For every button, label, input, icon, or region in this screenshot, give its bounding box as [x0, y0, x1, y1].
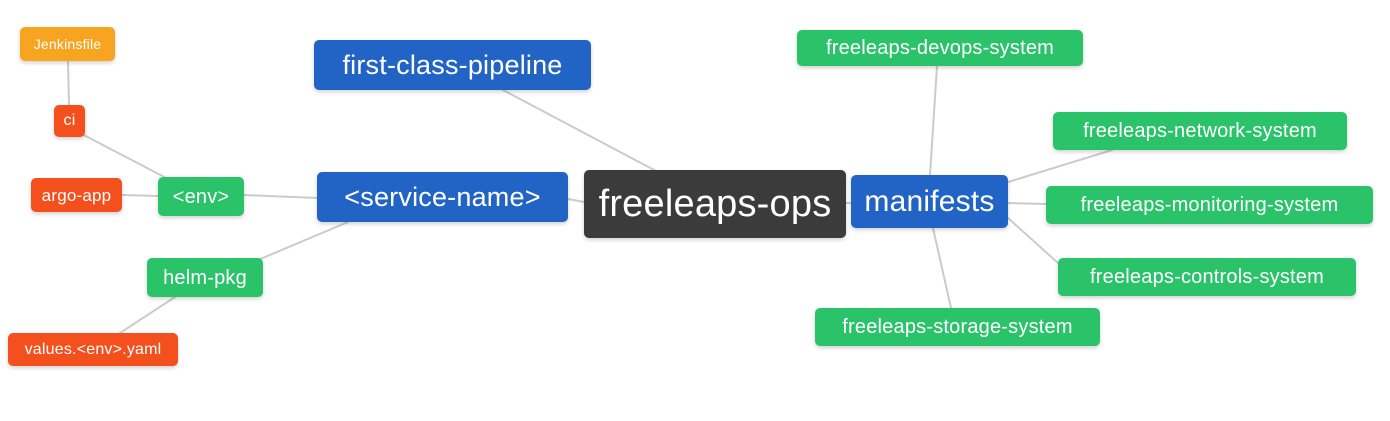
node-freeleaps-storage-system[interactable]: freeleaps-storage-system	[815, 308, 1100, 346]
edge-helm-pkg-to-values-env-yaml	[119, 296, 176, 334]
edge-manifests-to-freeleaps-devops-system	[929, 65, 938, 176]
node-helm-pkg[interactable]: helm-pkg	[147, 258, 263, 297]
node-service-name[interactable]: <service-name>	[317, 172, 568, 222]
edge-service-name-to-freeleaps-ops	[567, 198, 585, 203]
node-jenkinsfile[interactable]: Jenkinsfile	[20, 27, 115, 61]
edge-first-class-pipeline-to-freeleaps-ops	[502, 89, 659, 173]
node-argo-app[interactable]: argo-app	[31, 178, 122, 212]
node-freeleaps-ops[interactable]: freeleaps-ops	[584, 170, 846, 238]
node-freeleaps-monitoring-system[interactable]: freeleaps-monitoring-system	[1046, 186, 1373, 224]
node-first-class-pipeline[interactable]: first-class-pipeline	[314, 40, 591, 90]
edge-env-to-service-name	[243, 194, 318, 199]
node-env[interactable]: <env>	[158, 177, 244, 216]
edge-argo-app-to-env	[121, 194, 159, 197]
node-freeleaps-network-system[interactable]: freeleaps-network-system	[1053, 112, 1347, 150]
edge-service-name-to-helm-pkg	[257, 221, 349, 261]
node-freeleaps-devops-system[interactable]: freeleaps-devops-system	[797, 30, 1083, 66]
node-manifests[interactable]: manifests	[851, 175, 1008, 228]
node-ci[interactable]: ci	[54, 105, 85, 137]
edge-manifests-to-freeleaps-storage-system	[932, 227, 952, 309]
edge-jenkinsfile-to-ci	[67, 60, 70, 106]
edge-ci-to-env	[79, 132, 171, 181]
edge-manifests-to-freeleaps-controls-system	[1007, 217, 1059, 264]
edge-manifests-to-freeleaps-monitoring-system	[1007, 202, 1047, 205]
node-freeleaps-controls-system[interactable]: freeleaps-controls-system	[1058, 258, 1356, 296]
edge-manifests-to-freeleaps-network-system	[1007, 149, 1113, 183]
node-values-env-yaml[interactable]: values.<env>.yaml	[8, 333, 178, 366]
